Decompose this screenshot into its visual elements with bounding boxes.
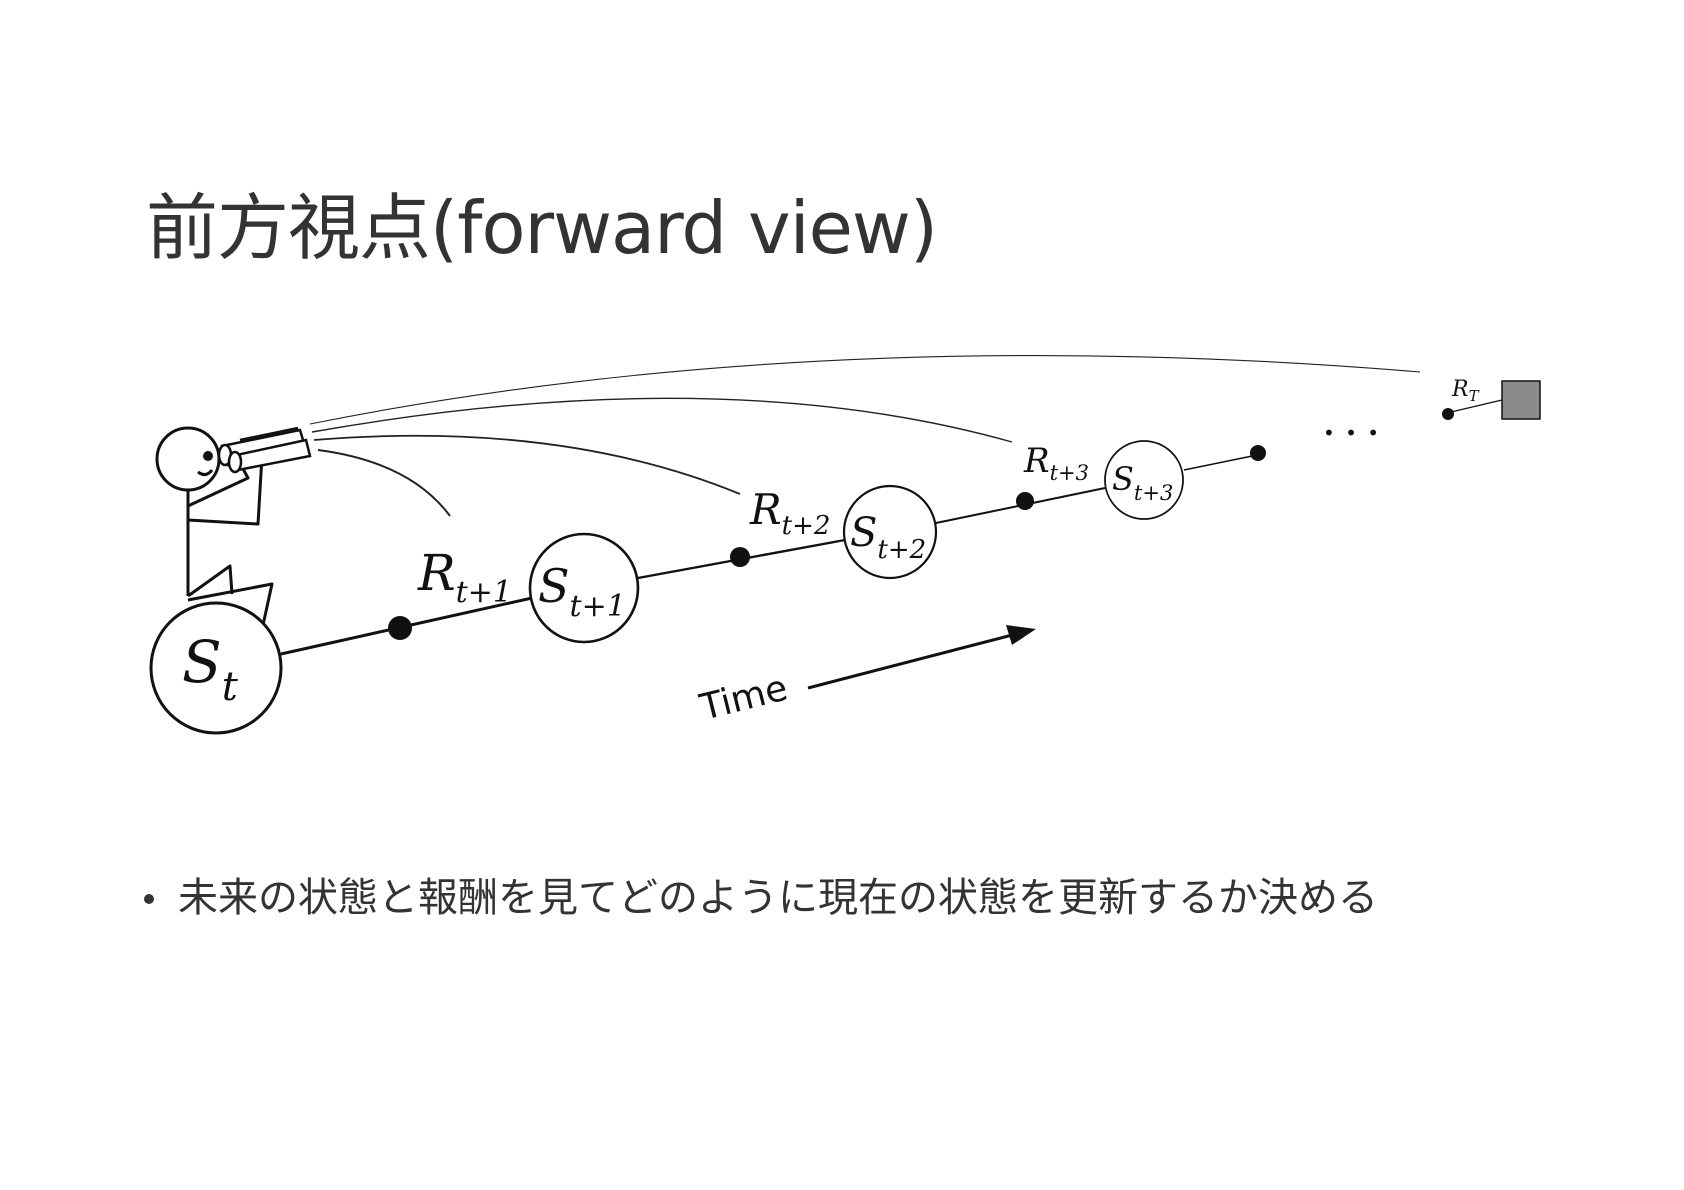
- terminal-state: [1502, 381, 1540, 419]
- bullet-item: 未来の状態と報酬を見てどのように現在の状態を更新するか決める: [144, 872, 1544, 924]
- forward-view-diagram: • • • St St+1 St+2 St+3 Rt+1 Rt+2 Rt+3 R…: [0, 0, 1684, 800]
- time-arrow-shaft: [808, 634, 1016, 688]
- reward-label-r-T: RT: [1451, 377, 1480, 405]
- reward-dot-next: [1250, 445, 1266, 461]
- observer-eye: [203, 451, 213, 461]
- reward-dot-r-t2: [730, 547, 750, 567]
- sight-lines: [310, 356, 1420, 516]
- time-arrow: Time: [695, 625, 1036, 729]
- time-arrow-head: [1006, 625, 1036, 645]
- bullet-text: 未来の状態と報酬を見てどのように現在の状態を更新するか決める: [178, 875, 1378, 921]
- reward-dot-r-T: [1442, 408, 1454, 420]
- ellipsis: • • •: [1323, 421, 1381, 445]
- reward-label-r-t2: Rt+2: [749, 485, 830, 541]
- binoculars-icon: [219, 428, 310, 472]
- sight-line-r-T: [310, 356, 1420, 424]
- reward-dot-r-t1: [388, 616, 412, 640]
- reward-dot-r-t3: [1016, 492, 1034, 510]
- sight-line-r-t1: [318, 450, 450, 516]
- reward-label-r-t1: Rt+1: [417, 544, 512, 610]
- state-nodes: [151, 441, 1183, 733]
- bullet-list: 未来の状態と報酬を見てどのように現在の状態を更新するか決める: [144, 872, 1544, 924]
- reward-label-r-t3: Rt+3: [1023, 441, 1089, 485]
- bullet-dot: [144, 894, 154, 904]
- trajectory-segment: [1184, 454, 1262, 470]
- time-label: Time: [695, 668, 791, 729]
